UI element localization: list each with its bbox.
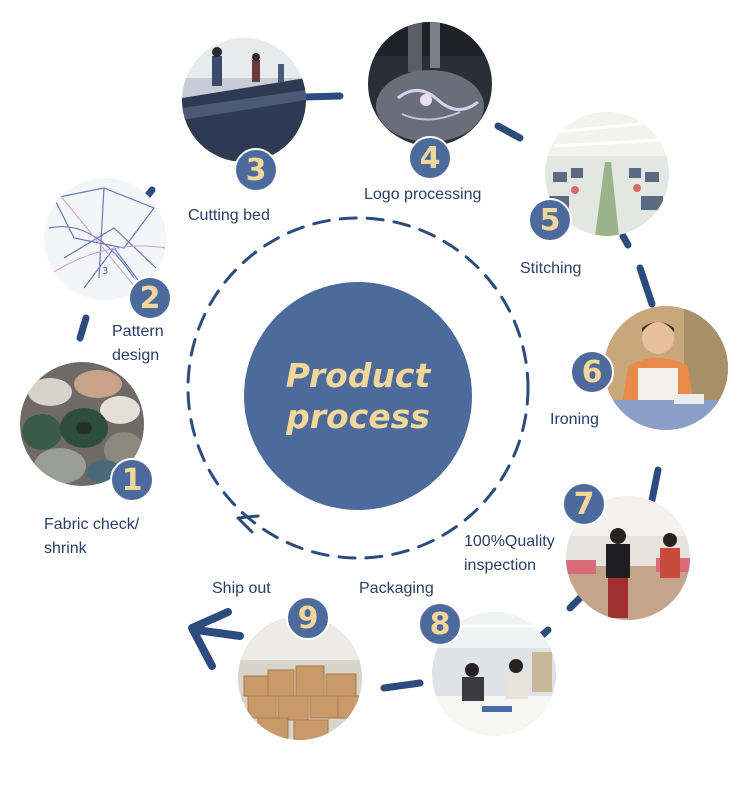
center-title-line-1: Product [285,356,431,395]
ship-out-arrow [188,608,244,670]
step-9-label: Ship out [212,577,271,601]
step-1-label: Fabric check/ shrink [44,513,139,561]
step-8-number: 8 [418,602,462,646]
step-4-number: 4 [408,136,452,180]
svg-text:3: 3 [102,266,108,277]
step-2-number: 2 [128,276,172,320]
step-1-label-line-1: Fabric check/ [44,516,140,533]
step-3-label-line-1: Cutting bed [188,207,270,224]
step-7-label: 100%Quality inspection [464,530,555,578]
step-3-number: 3 [234,148,278,192]
step-2-label-line-2: design [112,347,160,364]
pattern-drawing-photo: 3 [44,178,166,300]
step-6-label-line-1: Ironing [550,411,599,428]
sewing-floor-photo [545,112,669,236]
center-title-disc: Product process [244,282,472,510]
step-6-number: 6 [570,350,614,394]
step-3-label: Cutting bed [188,204,270,228]
inner-dashed-ring [186,216,530,560]
step-7-number: 7 [562,482,606,526]
step-8-label-line-1: Packaging [359,580,434,597]
step-8-label: Packaging [359,577,434,601]
step-6-label: Ironing [550,408,599,432]
step-2-label: Pattern design [112,320,164,368]
step-4-label: Logo processing [364,183,481,207]
inner-ring-arrowhead [236,514,260,534]
cutting-table-photo [182,38,306,162]
step-2-label-line-1: Pattern [112,323,164,340]
step-4-label-line-1: Logo processing [364,186,482,203]
step-1-number: 1 [110,458,154,502]
step-1-label-line-2: shrink [44,540,87,557]
step-5-label: Stitching [520,257,581,281]
step-9-number: 9 [286,596,330,640]
embroidery-machine-photo [368,22,492,146]
step-7-label-line-1: 100%Quality [464,533,555,550]
step-5-label-line-1: Stitching [520,260,582,277]
step-9-label-line-1: Ship out [212,580,271,597]
step-7-label-line-2: inspection [464,557,537,574]
ironing-worker-photo [604,306,728,430]
step-5-number: 5 [528,198,572,242]
center-title-line-2: process [286,397,430,436]
